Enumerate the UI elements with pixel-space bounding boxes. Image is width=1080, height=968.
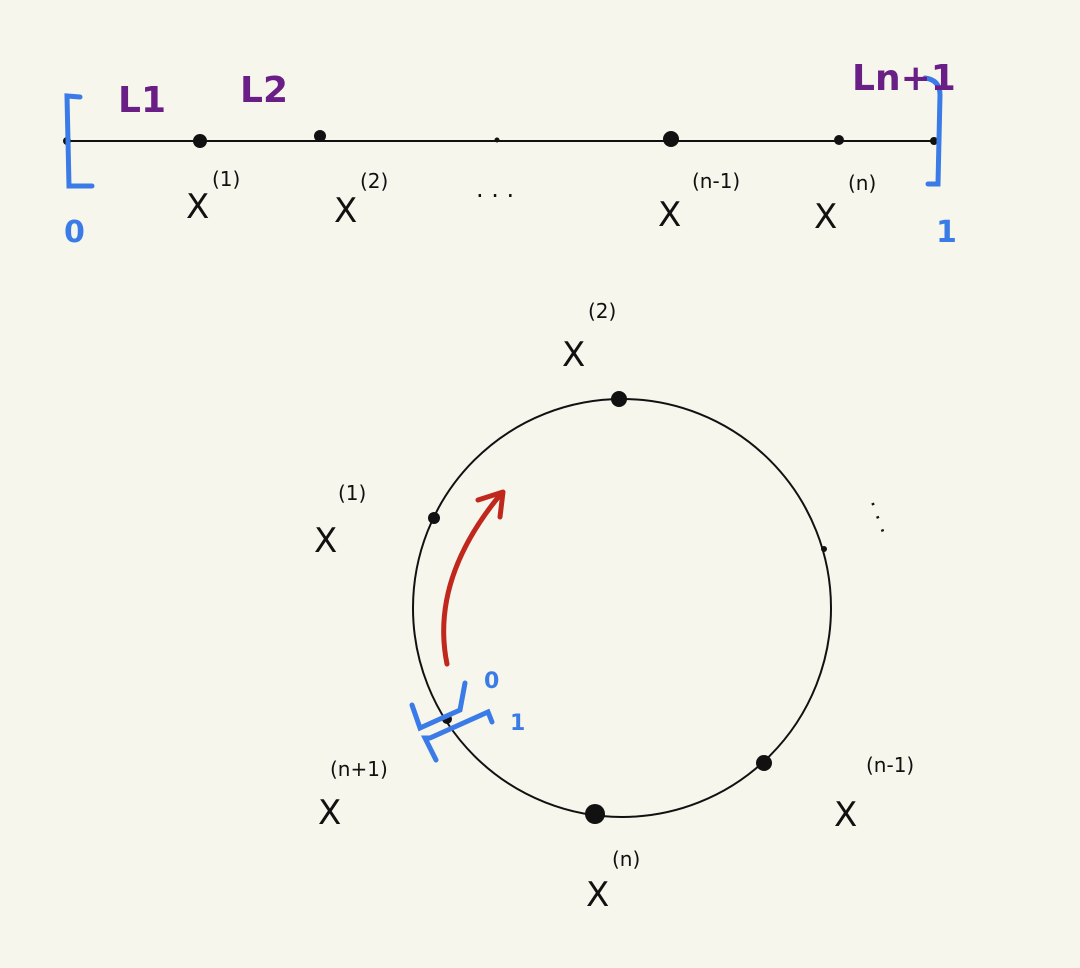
circle-point-x1: X xyxy=(314,521,337,561)
circle-point-xn-1: X xyxy=(834,795,857,835)
line-point-xn-sup: (n) xyxy=(848,171,876,195)
circle-point-xn1: X xyxy=(318,793,341,833)
line-point-x1-sup: (1) xyxy=(212,167,240,191)
cut-bracket-left xyxy=(409,680,468,732)
interval-label-ln1: Ln+1 xyxy=(852,58,956,99)
line-point-x2: X xyxy=(334,191,357,231)
line-ellipsis: · · · xyxy=(476,182,514,210)
circle-point-x2-sup: (2) xyxy=(588,299,616,323)
line-point-x2-sup: (2) xyxy=(360,169,388,193)
circle-point-xn1-sup: (n+1) xyxy=(330,757,388,781)
cut-label-1: 1 xyxy=(510,711,525,736)
line-point-xn-1: X xyxy=(658,195,681,235)
cut-label-0: 0 xyxy=(484,669,499,694)
line-points xyxy=(63,130,938,148)
direction-arrow xyxy=(441,492,503,667)
line-point-xn-1-sup: (n-1) xyxy=(692,169,740,193)
unit-circle xyxy=(412,398,832,818)
right-bracket xyxy=(922,75,943,187)
cut-bracket-right xyxy=(420,708,495,763)
line-point-xn: X xyxy=(814,197,837,237)
interval-label-l1: L1 xyxy=(118,80,166,121)
interval-label-l2: L2 xyxy=(240,70,288,111)
right-end-label: 1 xyxy=(936,215,957,250)
circle-ellipsis: · · · xyxy=(859,497,894,538)
left-end-label: 0 xyxy=(64,215,85,250)
left-bracket xyxy=(64,93,95,189)
line-point-x1: X xyxy=(186,187,209,227)
circle-points xyxy=(428,391,827,824)
circle-point-xn: X xyxy=(586,875,609,915)
arrow-head-icon xyxy=(475,489,506,520)
circle-point-x2: X xyxy=(562,335,585,375)
circle-point-x1-sup: (1) xyxy=(338,481,366,505)
circle-point-xn-1-sup: (n-1) xyxy=(866,753,914,777)
circle-point-xn-sup: (n) xyxy=(612,847,640,871)
